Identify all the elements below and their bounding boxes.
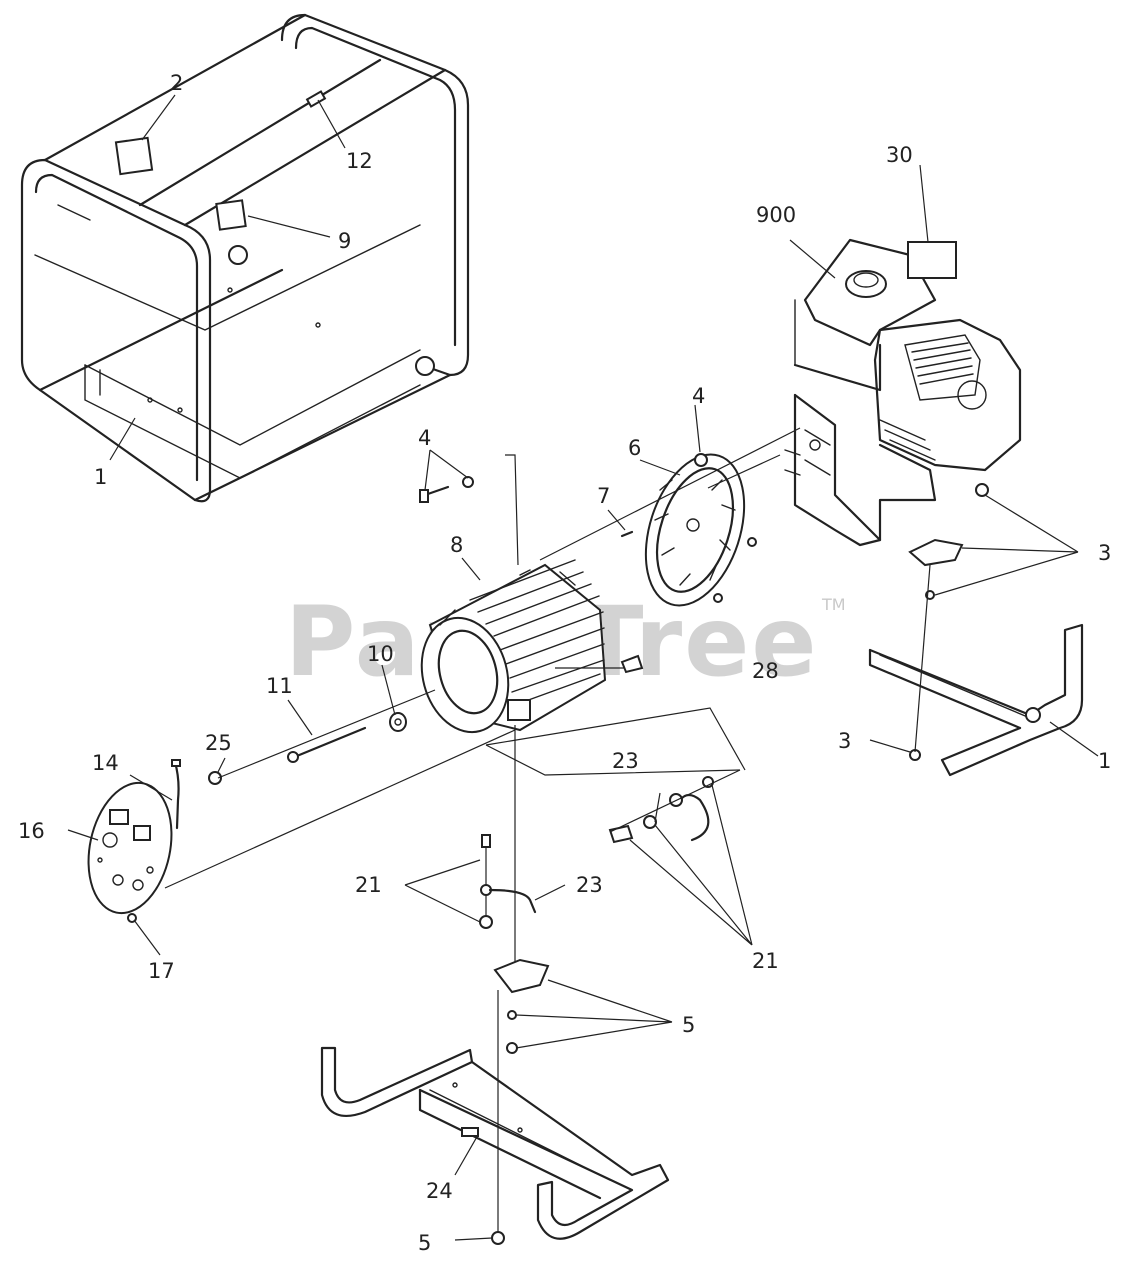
bolt-part-21	[481, 834, 491, 848]
label-part-12	[305, 90, 327, 108]
engine-part-900	[784, 238, 1022, 547]
callout-23-lower: 23	[576, 873, 603, 897]
lead-part-14	[173, 760, 180, 830]
cradle-part-24	[320, 1046, 670, 1240]
callout-10: 10	[367, 642, 394, 666]
callout-16: 16	[18, 819, 45, 843]
nut-part-3	[975, 483, 989, 497]
nut-part-25	[208, 771, 222, 785]
callout-14: 14	[92, 751, 119, 775]
callout-24: 24	[426, 1179, 453, 1203]
callout-900: 900	[756, 203, 796, 227]
frame-part-1	[20, 13, 470, 503]
callout-12: 12	[346, 149, 373, 173]
callout-17: 17	[148, 959, 175, 983]
callout-4-left: 4	[418, 426, 431, 450]
decal-part-9	[215, 199, 247, 231]
decal-part-2	[114, 136, 154, 176]
hose-part-23-upper	[678, 793, 710, 842]
callout-4-right: 4	[692, 384, 705, 408]
rotor-part-6	[644, 453, 757, 607]
callout-28: 28	[752, 659, 779, 683]
clip-part-28	[620, 654, 644, 674]
callout-3-lower: 3	[838, 729, 851, 753]
mount-part-3	[908, 538, 964, 567]
stator-part-8	[420, 559, 607, 734]
bolt-part-11	[290, 726, 367, 760]
washer-part-10	[389, 712, 407, 732]
callout-7: 7	[597, 484, 610, 508]
callout-8: 8	[450, 533, 463, 557]
callout-25: 25	[205, 731, 232, 755]
cradle-part-1-right	[868, 623, 1084, 777]
callout-9: 9	[338, 229, 351, 253]
decal-part-30	[907, 241, 957, 279]
nut-part-4	[694, 453, 708, 467]
callout-5-lower: 5	[418, 1231, 431, 1255]
callout-30: 30	[886, 143, 913, 167]
callout-23-upper: 23	[612, 749, 639, 773]
callout-11: 11	[266, 674, 293, 698]
callout-2: 2	[170, 71, 183, 95]
callout-3-right: 3	[1098, 541, 1111, 565]
watermark-trademark: TM	[821, 595, 846, 614]
screw-part-7	[620, 530, 634, 538]
callout-1-frame: 1	[94, 465, 107, 489]
mount-part-5	[493, 958, 550, 994]
callout-21-right: 21	[752, 949, 779, 973]
hose-part-23-lower	[488, 888, 537, 914]
callout-5-upper: 5	[682, 1013, 695, 1037]
callout-21-left: 21	[355, 873, 382, 897]
callout-6: 6	[628, 436, 641, 460]
callout-1-cradle: 1	[1098, 749, 1111, 773]
